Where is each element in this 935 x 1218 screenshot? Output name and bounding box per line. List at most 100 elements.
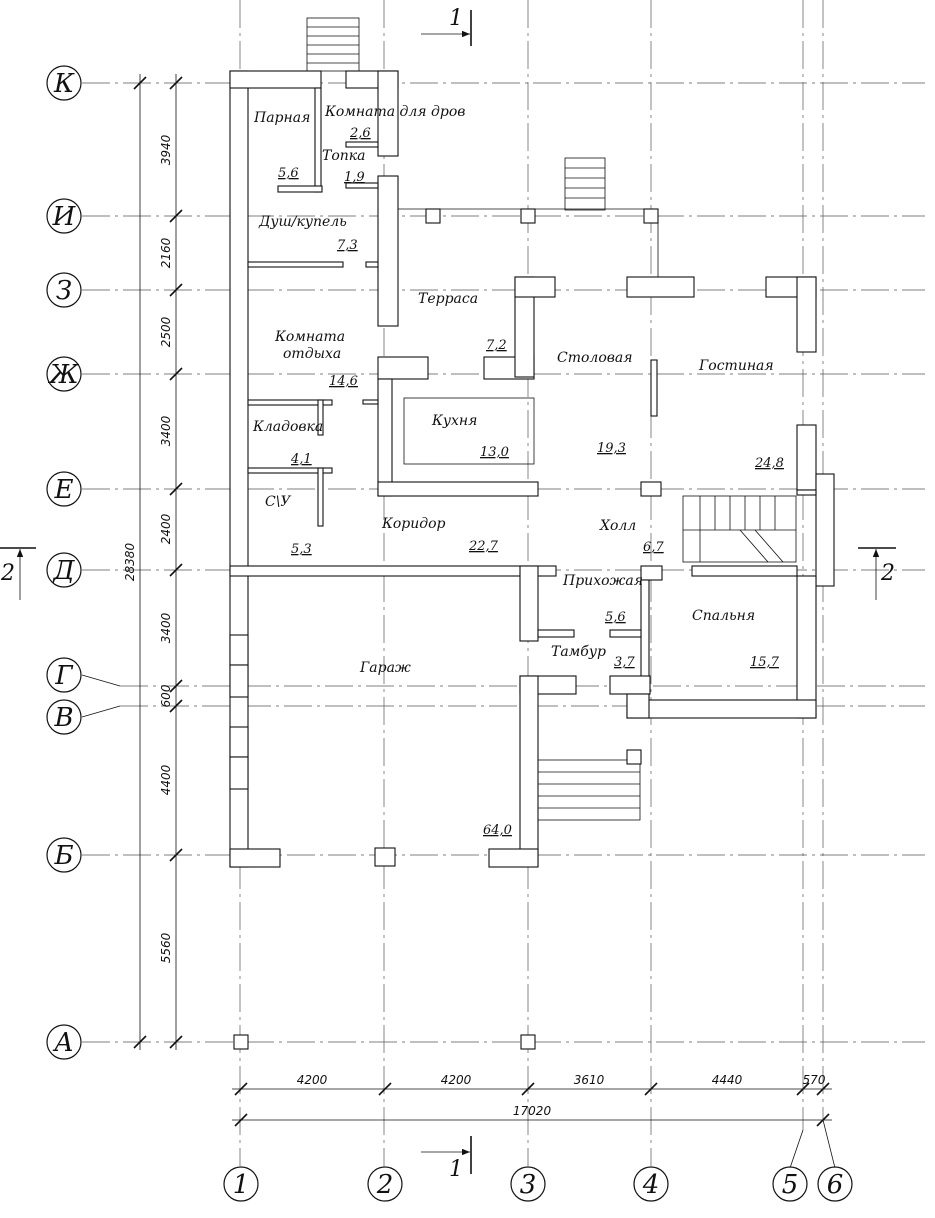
area-otdykha: 14,6 (329, 374, 358, 389)
axis-bubble-3: 3 (510, 1166, 546, 1202)
area-tambur: 3,7 (614, 655, 635, 670)
area-stolovaya: 19,3 (597, 441, 626, 456)
area-spalnya: 15,7 (750, 655, 780, 670)
dim-v-3: 2500 (159, 316, 173, 347)
axis-bubble-z: З (46, 272, 82, 308)
room-garazh: Гараж (359, 660, 411, 676)
room-parnaya: Парная (253, 110, 310, 126)
column-i-4 (643, 208, 659, 224)
room-terrasa: Терраса (418, 291, 478, 307)
axis-bubble-6: 6 (817, 1166, 853, 1202)
section-1-top: 1 (421, 6, 472, 46)
section-2-right: 2 (858, 547, 896, 600)
axis-bubble-1: 1 (223, 1166, 259, 1202)
svg-text:6: 6 (827, 1170, 844, 1200)
room-kuhnya: Кухня (431, 413, 477, 429)
dim-h-4: 4440 (712, 1073, 743, 1087)
axis-bubble-i: И (46, 198, 82, 234)
area-dush: 7,3 (337, 238, 358, 253)
room-drova: Комната для дров (324, 104, 465, 120)
svg-text:2: 2 (880, 561, 895, 586)
svg-text:2: 2 (0, 561, 15, 586)
axis-bubble-k: К (46, 65, 82, 101)
dim-h-3: 3610 (574, 1073, 605, 1087)
entrance-steps (537, 749, 642, 821)
dim-h-5: 570 (803, 1073, 826, 1087)
area-su: 5,3 (291, 542, 312, 557)
column-a-3 (520, 1034, 536, 1050)
area-gostinaya: 24,8 (754, 456, 784, 471)
room-otdykha-1: Комната (274, 329, 345, 345)
svg-text:Г: Г (54, 661, 73, 691)
dim-h-2: 4200 (441, 1073, 472, 1087)
svg-text:1: 1 (233, 1170, 250, 1200)
svg-text:В: В (53, 703, 73, 733)
row-axis-bubbles: К И З Ж Е Д Г В (46, 65, 82, 1060)
room-stolovaya: Столовая (557, 350, 633, 366)
room-labels: Парная Комната для дров Топка Душ/купель… (252, 104, 774, 676)
svg-text:Е: Е (54, 475, 74, 505)
leader-g (81, 674, 121, 687)
room-dush: Душ/купель (258, 214, 347, 230)
svg-text:И: И (52, 202, 77, 232)
svg-text:1: 1 (449, 1157, 463, 1182)
svg-text:5: 5 (782, 1170, 799, 1200)
walls (229, 70, 835, 868)
vertical-dimensions: 3940 2160 2500 3400 2400 3400 600 4400 5… (123, 74, 183, 1050)
axis-bubble-e: Е (46, 471, 82, 507)
svg-text:Д: Д (52, 556, 75, 586)
column-a-1 (233, 1034, 249, 1050)
room-spalnya: Спальня (692, 608, 755, 624)
dim-v-8: 600 (159, 684, 173, 707)
room-tambur: Тамбур (551, 644, 606, 660)
dim-h-total: 17020 (513, 1104, 552, 1118)
column-i-3 (520, 208, 536, 224)
room-gostinaya: Гостиная (698, 358, 774, 374)
svg-text:Ж: Ж (47, 360, 79, 390)
area-kladovka: 4,1 (290, 452, 312, 467)
section-1-bottom: 1 (421, 1136, 472, 1182)
dim-v-total: 28380 (123, 543, 137, 582)
axis-bubble-b: Б (46, 837, 82, 873)
area-parnaya: 5,6 (278, 166, 299, 181)
column-i-1 (425, 208, 441, 224)
room-kladovka: Кладовка (252, 419, 323, 435)
area-koridor: 22,7 (468, 539, 499, 554)
room-topka: Топка (322, 148, 366, 164)
svg-text:А: А (52, 1028, 74, 1058)
dim-v-4: 3400 (159, 415, 173, 446)
svg-text:Б: Б (53, 841, 73, 871)
axis-bubble-d: Д (46, 552, 82, 588)
room-koridor: Коридор (381, 516, 446, 532)
axis-bubble-2: 2 (367, 1166, 403, 1202)
dim-v-9: 4400 (159, 764, 173, 795)
area-prihozhaya: 5,6 (605, 610, 626, 625)
area-garazh: 64,0 (483, 823, 512, 838)
dim-v-1: 3940 (159, 134, 173, 165)
area-holl: 6,7 (643, 540, 664, 555)
section-2-left: 2 (0, 547, 36, 600)
dim-v-6: 2400 (159, 513, 173, 544)
dim-v-2: 2160 (159, 237, 173, 268)
steps (306, 17, 642, 821)
axis-bubble-a: А (46, 1024, 82, 1060)
area-topka: 1,9 (344, 170, 365, 185)
dim-v-10: 5560 (159, 932, 173, 963)
area-terrasa: 7,2 (486, 338, 507, 353)
dim-v-7: 3400 (159, 612, 173, 643)
room-prihozhaya: Прихожая (562, 573, 643, 589)
svg-text:1: 1 (449, 6, 463, 31)
axis-bubble-v: В (46, 699, 82, 735)
axis-leaders (81, 674, 836, 1169)
terrace-steps (564, 157, 606, 211)
axis-bubble-zh: Ж (46, 356, 82, 392)
svg-text:2: 2 (376, 1170, 394, 1200)
area-kuhnya: 13,0 (480, 445, 509, 460)
horizontal-dimensions: 4200 4200 3610 4440 570 17020 (232, 1073, 832, 1127)
leader-v (81, 705, 121, 718)
axis-bubble-4: 4 (633, 1166, 669, 1202)
col-axis-bubbles: 1 2 3 4 5 6 (223, 1166, 853, 1202)
columns (233, 208, 659, 1050)
section-markers: 1 1 2 2 (0, 6, 896, 1182)
